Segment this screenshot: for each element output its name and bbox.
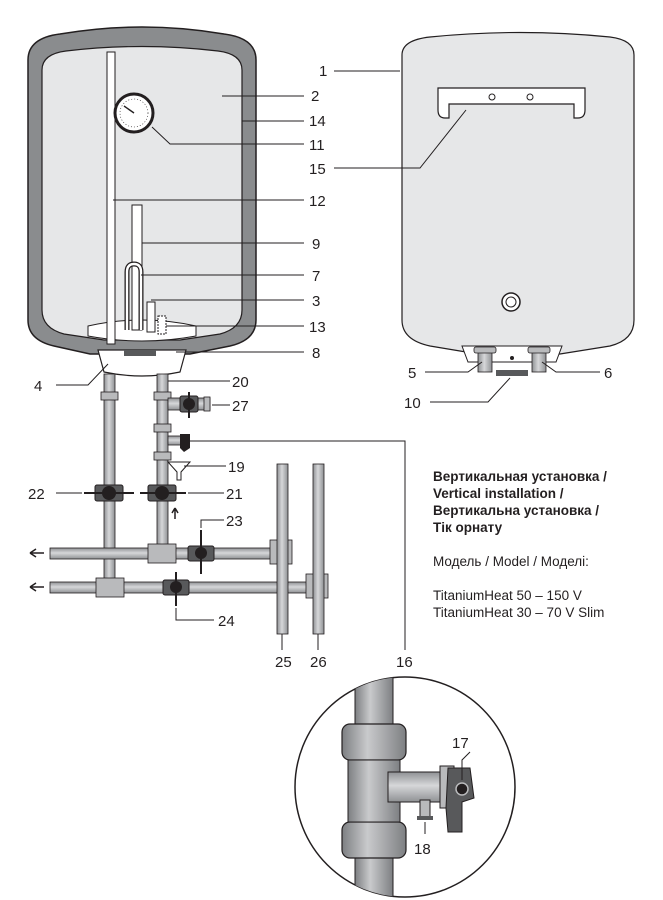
riser-pipe-26: [312, 463, 325, 635]
cold-supply-vertical-pipe: [103, 373, 116, 595]
callout-5: 5: [408, 365, 416, 382]
bottom-cover: [97, 349, 187, 377]
hot-line-vertical-pipe: [156, 373, 169, 557]
callout-19: 19: [228, 459, 245, 476]
water-heater-cutaway: [27, 26, 257, 377]
callout-8: 8: [312, 345, 320, 362]
installation-caption: Вертикальная установка / Vertical instal…: [433, 468, 658, 621]
callout-13: 13: [309, 319, 326, 336]
callout-21: 21: [226, 486, 243, 503]
callout-14: 14: [309, 113, 326, 130]
callout-9: 9: [312, 236, 320, 253]
model-list: TitaniumHeat 50 – 150 V TitaniumHeat 30 …: [433, 587, 658, 621]
detail-side-branch: [387, 771, 449, 803]
flow-arrow-lower: [29, 582, 44, 592]
caption-title-uk: Вертикальна установка /: [433, 503, 600, 518]
shutoff-valve-24: [162, 572, 190, 606]
caption-title-kk: Тік орнату: [433, 520, 503, 535]
callout-18: 18: [414, 841, 431, 858]
callout-12: 12: [309, 193, 326, 210]
callout-7: 7: [312, 268, 320, 285]
callout-2: 2: [311, 88, 319, 105]
detail-valve-lever: [445, 767, 475, 833]
bottom-plate: [496, 370, 528, 376]
flow-arrow-up: [171, 507, 179, 519]
callout-25: 25: [275, 654, 292, 671]
riser-pipe-25: [276, 463, 289, 635]
model-item: TitaniumHeat 50 – 150 V: [433, 588, 582, 603]
thermostat-block: [157, 315, 167, 335]
callout-numbers: 1 2 14 11 15 12 9 7 3 13 8 4 20 27 19 22…: [28, 63, 612, 858]
water-heater-exterior: [401, 31, 635, 376]
caption-title-en: Vertical installation /: [433, 486, 564, 501]
plumbing-system: [29, 373, 329, 635]
magnesium-anode: [146, 301, 156, 333]
callout-16: 16: [396, 654, 413, 671]
callout-26: 26: [310, 654, 327, 671]
detail-upper-nut: [341, 723, 407, 761]
shutoff-valve-21: [140, 484, 186, 502]
detail-drain-nozzle: [419, 799, 431, 819]
model-label: Модель / Model / Моделі:: [433, 554, 589, 569]
hot-water-outlet-pipe: [106, 51, 116, 345]
callout-11: 11: [309, 137, 325, 154]
callout-6: 6: [604, 365, 612, 382]
callout-leader-lines: [56, 70, 600, 834]
tank-inner-vessel: [41, 45, 243, 341]
flow-arrow-upper: [29, 548, 44, 558]
callout-22: 22: [28, 486, 45, 503]
shutoff-valve-22: [84, 484, 134, 502]
callout-10: 10: [404, 395, 421, 412]
callout-15: 15: [309, 161, 326, 178]
callout-27: 27: [232, 398, 249, 415]
shutoff-valve-23: [187, 530, 215, 574]
callout-20: 20: [232, 374, 249, 391]
callout-17: 17: [452, 735, 469, 752]
detail-lower-nut: [341, 821, 407, 859]
callout-23: 23: [226, 513, 243, 530]
model-item: TitaniumHeat 30 – 70 V Slim: [433, 605, 605, 620]
callout-3: 3: [312, 293, 320, 310]
callout-1: 1: [319, 63, 327, 80]
drain-valve-27: [167, 392, 211, 418]
mounting-bracket: [437, 87, 586, 119]
callout-24: 24: [218, 613, 235, 630]
safety-valve-detail: [294, 676, 516, 898]
callout-4: 4: [34, 378, 42, 395]
caption-title-ru: Вертикальная установка /: [433, 469, 607, 484]
drain-funnel: [166, 461, 192, 481]
